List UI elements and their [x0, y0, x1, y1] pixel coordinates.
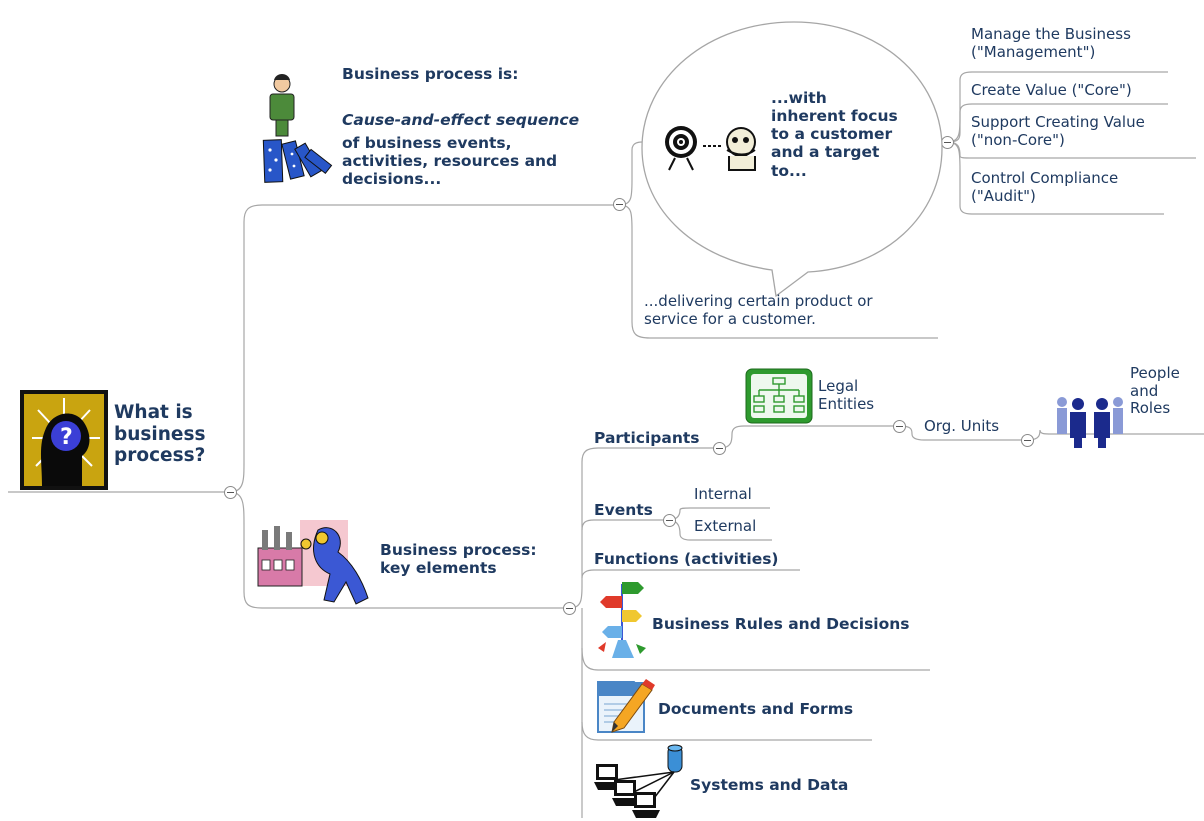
focus-bubble-shape — [641, 21, 943, 298]
people-roles-label[interactable]: People and Roles — [1130, 364, 1180, 418]
process-type-core[interactable]: Create Value ("Core") — [971, 81, 1132, 99]
org-chart-icon — [745, 368, 813, 424]
collapse-root-button[interactable] — [224, 486, 237, 499]
delivering-text[interactable]: ...delivering certain product or service… — [644, 292, 873, 328]
signpost-icon — [594, 578, 650, 668]
collapse-participants-button[interactable] — [713, 442, 726, 455]
focus-text[interactable]: ...with inherent focus to a customer and… — [771, 89, 898, 180]
process-type-non-core[interactable]: Support Creating Value ("non-Core") — [971, 113, 1145, 149]
network-computers-icon — [594, 744, 688, 818]
svg-text:?: ? — [60, 425, 73, 450]
legal-entities-label[interactable]: Legal Entities — [818, 377, 875, 413]
collapse-org-units-button[interactable] — [1021, 434, 1034, 447]
collapse-definition-button[interactable] — [613, 198, 626, 211]
functions-label[interactable]: Functions (activities) — [594, 550, 779, 568]
root-title[interactable]: What is business process? — [114, 402, 206, 467]
collapse-events-button[interactable] — [663, 514, 676, 527]
customer-face-icon — [703, 122, 769, 172]
events-label[interactable]: Events — [594, 501, 653, 519]
definition-heading[interactable]: Business process is: — [342, 65, 519, 83]
collapse-elements-button[interactable] — [563, 602, 576, 615]
document-pencil-icon — [594, 676, 656, 736]
rules-label[interactable]: Business Rules and Decisions — [652, 615, 910, 633]
domino-businessman-icon — [248, 70, 340, 190]
documents-label[interactable]: Documents and Forms — [658, 700, 854, 718]
factory-windup-icon — [256, 516, 376, 608]
process-type-management[interactable]: Manage the Business ("Management") — [971, 25, 1131, 61]
definition-emphasis: Cause-and-effect sequence — [342, 111, 580, 129]
systems-label[interactable]: Systems and Data — [690, 776, 849, 794]
collapse-legal-entities-button[interactable] — [893, 420, 906, 433]
definition-body: of business events, activities, resource… — [342, 134, 558, 189]
target-icon — [661, 118, 703, 172]
event-external-label[interactable]: External — [694, 517, 757, 535]
participants-label[interactable]: Participants — [594, 429, 700, 447]
question-head-icon: ? — [20, 390, 108, 490]
org-units-label[interactable]: Org. Units — [924, 417, 1000, 435]
people-group-icon — [1054, 394, 1128, 448]
elements-heading[interactable]: Business process: key elements — [380, 541, 537, 578]
process-type-audit[interactable]: Control Compliance ("Audit") — [971, 169, 1119, 205]
event-internal-label[interactable]: Internal — [694, 485, 752, 503]
